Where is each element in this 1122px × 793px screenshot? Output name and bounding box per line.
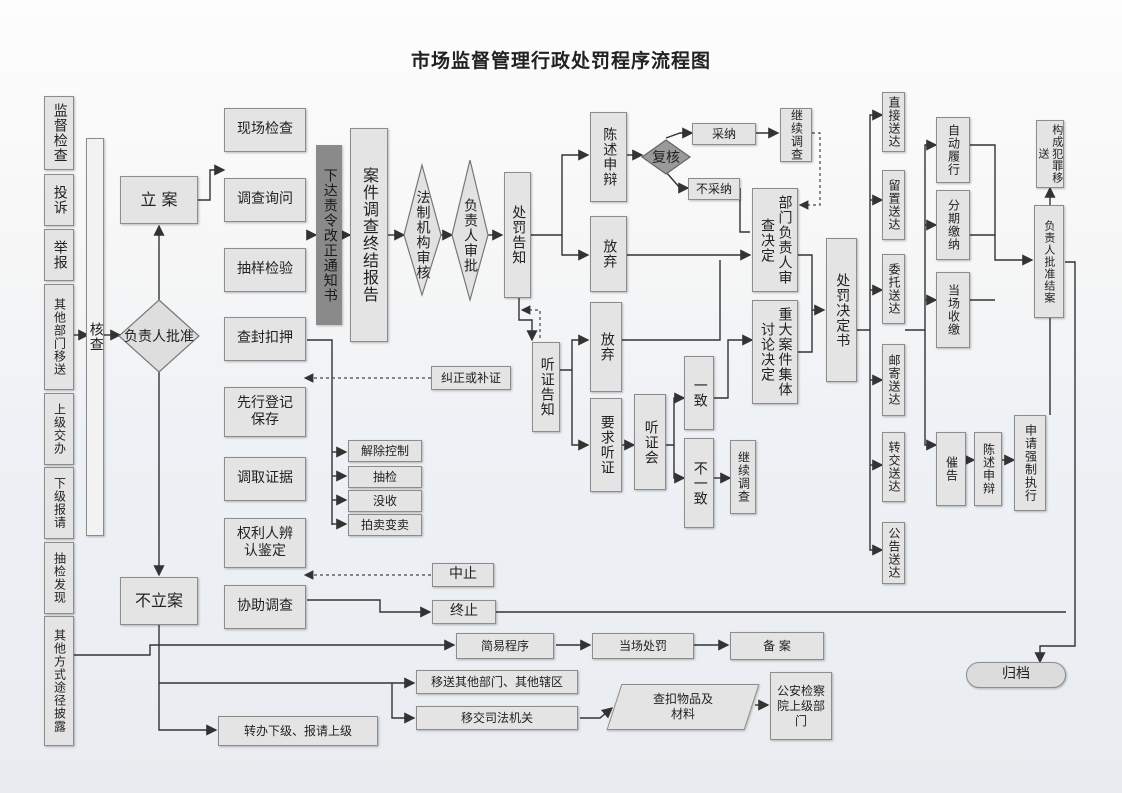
not-file-case-box: 不立案	[120, 577, 198, 625]
head-review-decision: 负责人审批	[462, 197, 478, 273]
continue-investigation-1: 继续调查	[780, 108, 812, 162]
urge-box: 催告	[936, 432, 966, 506]
record-filing: 备 案	[730, 632, 824, 660]
confiscate: 没收	[348, 490, 422, 512]
evidence-collection: 调取证据	[224, 457, 306, 501]
continue-investigation-2: 继续调查	[730, 440, 756, 514]
correction-order-notice: 下达责令改正通知书	[316, 145, 342, 325]
investigation-final-report: 案件调查终结报告	[350, 128, 388, 342]
page-title: 市场监督管理行政处罚程序流程图	[410, 50, 711, 72]
simple-procedure: 简易程序	[456, 633, 554, 659]
hearing-meeting: 听证会	[634, 394, 666, 490]
apply-enforcement: 申请强制执行	[1014, 415, 1046, 511]
police-procuratorate-superior: 公安检察院上级部门	[770, 672, 832, 740]
delivery-lien: 留置送达	[882, 170, 905, 240]
source-supervision-check: 监督检查	[44, 96, 74, 170]
archive-box: 归档	[966, 662, 1066, 688]
source-subordinate-reported: 下级报请	[44, 467, 74, 539]
onsite-penalty: 当场处罚	[592, 633, 694, 659]
release-control: 解除控制	[348, 440, 422, 462]
transfer-lower-report-upper: 转办下级、报请上级	[218, 716, 378, 746]
terminate-box: 终止	[432, 600, 496, 624]
major-case-discussion: 重大案件集体讨论决定	[752, 300, 798, 404]
hearing-notice: 听证告知	[532, 342, 560, 432]
seized-items-label: 查扣物品及材料	[652, 692, 713, 721]
inquiry: 调查询问	[224, 178, 306, 222]
source-spot-check: 抽检发现	[44, 542, 74, 614]
spot-test: 抽检	[348, 466, 422, 488]
penalty-notice: 处罚告知	[504, 172, 531, 298]
transfer-judicial: 移交司法机关	[416, 706, 578, 730]
connector-group	[74, 109, 1076, 736]
source-complaint: 投诉	[44, 174, 74, 226]
give-up-box-2: 放弃	[590, 302, 622, 392]
sampling-test: 抽样检验	[224, 248, 306, 292]
delivery-mail: 邮寄送达	[882, 344, 905, 416]
seal-seize: 查封扣押	[224, 317, 306, 361]
not-adopt-box: 不采纳	[688, 178, 740, 200]
source-superior-assigned: 上级交办	[44, 393, 74, 465]
head-approval-decision: 负责人批准	[124, 329, 194, 345]
consistent-box: 一致	[684, 356, 714, 430]
transfer-other-dept: 移送其他部门、其他辖区	[416, 670, 578, 694]
penalty-decision-document: 处罚决定书	[826, 238, 857, 382]
dept-head-decision: 部门负责人审查决定	[752, 188, 798, 292]
request-hearing: 要求听证	[590, 398, 622, 492]
give-up-box: 放弃	[590, 216, 627, 292]
onsite-inspection: 现场检查	[224, 108, 306, 152]
suspend-box: 中止	[432, 563, 494, 587]
source-other-dept-transfer: 其他部门移送	[44, 284, 74, 390]
adopt-box: 采纳	[692, 123, 756, 145]
advance-registration: 先行登记保存	[224, 387, 306, 437]
verification-bar: 核查	[86, 138, 104, 536]
correct-or-supplement: 纠正或补证	[431, 366, 511, 390]
onsite-collection: 当场收缴	[936, 272, 970, 348]
delivery-entrusted: 委托送达	[882, 254, 905, 324]
assist-investigation: 协助调查	[224, 585, 306, 629]
auto-performance: 自动履行	[936, 117, 970, 183]
legal-review-decision: 法制机构审核	[414, 190, 431, 280]
review-decision: 复核	[652, 150, 680, 166]
head-approve-close: 负责人批准结案	[1034, 205, 1064, 318]
delivery-direct: 直接送达	[882, 92, 905, 152]
delivery-forward: 转交送达	[882, 432, 905, 502]
auction-sale: 拍卖变卖	[348, 514, 422, 536]
source-other-channels: 其他方式途径披露	[44, 616, 74, 746]
rights-holder-identification: 权利人辨认鉴定	[224, 518, 306, 568]
delivery-public-notice: 公告送达	[882, 522, 905, 584]
inconsistent-box: 不一致	[684, 438, 714, 528]
seized-items-materials: 查扣物品及材料	[606, 684, 760, 730]
statement-defense: 陈述申辩	[590, 112, 627, 202]
crime-transfer: 构成犯罪移送	[1036, 120, 1064, 188]
installment-payment: 分期缴纳	[936, 190, 970, 260]
statement-defense-2: 陈述申辩	[974, 432, 1002, 506]
source-report: 举报	[44, 229, 74, 281]
file-case-box: 立 案	[120, 176, 198, 224]
